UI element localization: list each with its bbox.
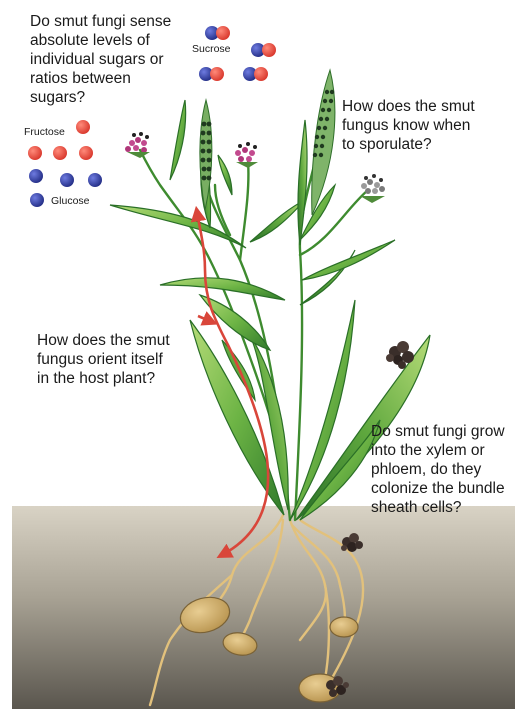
- fructose-label: Fructose: [24, 126, 65, 138]
- question-sugar-sensing: Do smut fungi sense absolute levels of i…: [30, 12, 171, 107]
- pink-flower-center: [235, 142, 258, 168]
- question-sporulation: How does the smut fungus know when to sp…: [342, 97, 475, 154]
- question-orientation: How does the smut fungus orient itself i…: [37, 331, 170, 388]
- fungal-growth-arrow: [197, 212, 268, 555]
- grey-flower: [360, 174, 385, 203]
- fungal-growth-arrow-mid: [198, 316, 212, 322]
- soil: [12, 506, 515, 709]
- glucose-label: Glucose: [51, 195, 90, 207]
- pink-flower-left: [125, 132, 150, 158]
- spikelets: [200, 70, 335, 215]
- question-tissue: Do smut fungi grow into the xylem or phl…: [371, 422, 505, 517]
- sucrose-label: Sucrose: [192, 43, 231, 55]
